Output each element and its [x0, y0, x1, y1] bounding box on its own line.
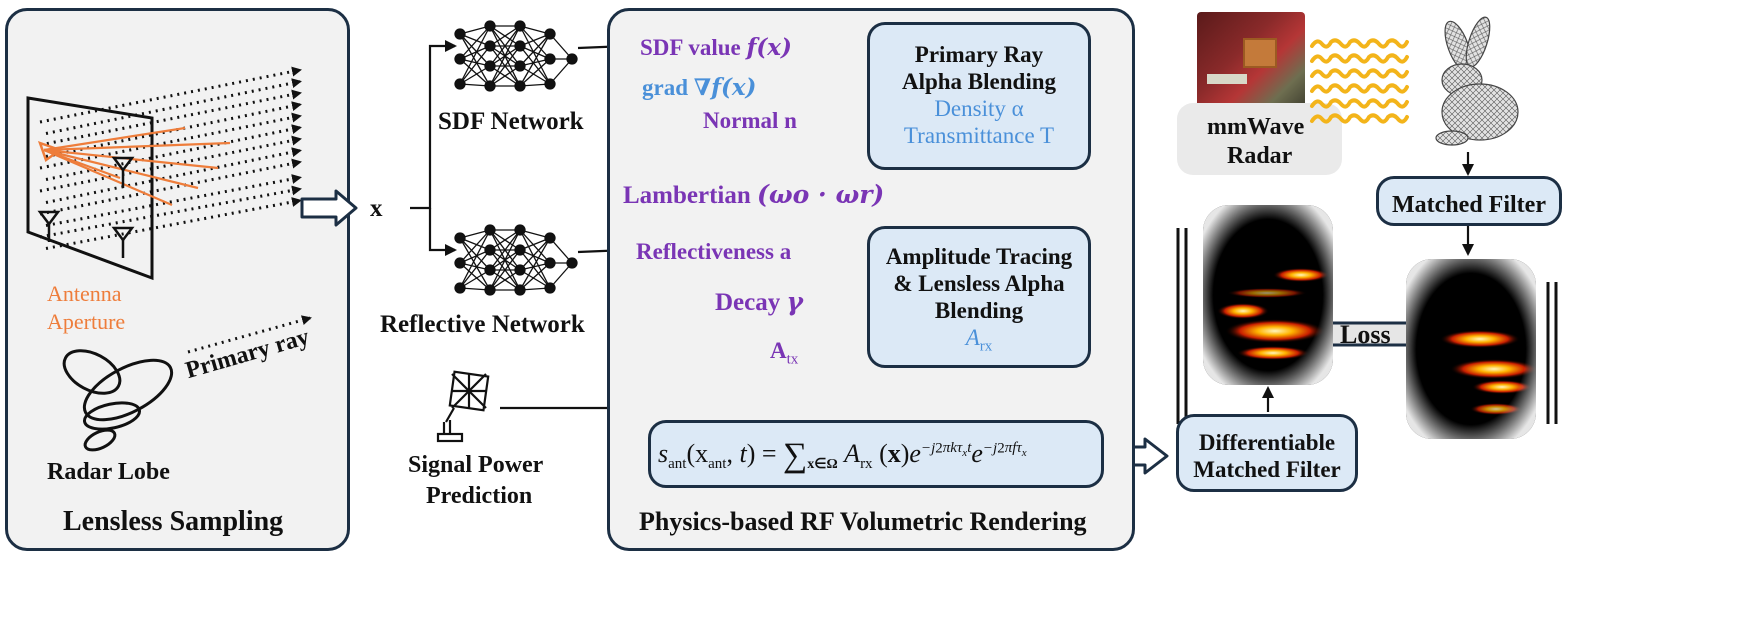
box1-line1: Primary Ray — [914, 42, 1044, 67]
nn-node — [514, 40, 526, 52]
nn-node — [454, 53, 466, 65]
loss-label: Loss — [1340, 320, 1391, 349]
nn-node — [454, 257, 466, 269]
reflective-network-icon — [454, 224, 578, 296]
nn-node — [544, 28, 556, 40]
radar-waves — [1310, 38, 1409, 124]
decay-label: Decay γ — [715, 287, 804, 316]
nn-node — [566, 257, 578, 269]
radar-chip — [1243, 38, 1277, 68]
wave-line — [1310, 53, 1409, 64]
grad-label: grad ∇f(x) — [642, 74, 757, 101]
antenna-icon — [37, 156, 135, 258]
nn-node — [514, 80, 526, 92]
matched-filter-label: Matched Filter — [1392, 192, 1546, 218]
nn-node — [454, 232, 466, 244]
antenna-aperture-plane — [26, 96, 154, 281]
normal-label: Normal n — [703, 108, 797, 133]
antenna-label-line1: Antenna — [47, 281, 122, 306]
amplitude-tracing-box: Amplitude Tracing & Lensless Alpha Blend… — [867, 226, 1091, 368]
nn-node — [514, 284, 526, 296]
wave-line — [1310, 98, 1409, 109]
nn-node — [544, 232, 556, 244]
sdf-network-icon — [454, 20, 578, 92]
dmf-line2: Matched Filter — [1193, 457, 1341, 483]
differentiable-matched-filter-box: Differentiable Matched Filter — [1176, 414, 1358, 492]
heatmap-predicted — [1203, 205, 1333, 385]
nn-node — [514, 224, 526, 236]
hollow-arrow-to-x — [300, 189, 358, 227]
nn-node — [454, 28, 466, 40]
signal-power-line1: Signal Power — [408, 452, 544, 478]
input-x: x — [370, 195, 383, 222]
nn-node — [544, 257, 556, 269]
nn-node — [454, 78, 466, 90]
heatmap-measured — [1406, 259, 1536, 439]
box1-line2: Alpha Blending — [901, 69, 1057, 95]
reflective-network-label: Reflective Network — [380, 311, 585, 338]
sdf-network-label: SDF Network — [438, 108, 584, 135]
nn-node — [454, 282, 466, 294]
radar-label-line1: mmWave — [1207, 114, 1305, 140]
signal-equation: sant(xant, t) = ∑x∈Ω Arx (x)e−j2πkτxte−j… — [658, 437, 1027, 474]
sdf-value-label: SDF value f(x) — [640, 34, 792, 61]
radar-label-bg — [1177, 103, 1342, 175]
nn-node — [514, 20, 526, 32]
rf-rendering-title: Physics-based RF Volumetric Rendering — [639, 507, 1087, 536]
nn-node — [484, 224, 496, 236]
nn-node — [484, 80, 496, 92]
wave-line — [1310, 83, 1409, 94]
dotted-ray — [45, 174, 302, 227]
primary-ray-arrow — [187, 315, 312, 354]
heatmap-predicted-graphic — [1203, 205, 1333, 385]
nn-node — [484, 40, 496, 52]
left-panel-graphics — [26, 66, 312, 452]
nn-node — [484, 244, 496, 256]
wave-line — [1310, 68, 1409, 79]
nn-node — [514, 264, 526, 276]
nn-node — [566, 53, 578, 65]
box2-line2: & Lensless Alpha — [893, 271, 1065, 297]
nn-node — [544, 53, 556, 65]
nn-node — [484, 20, 496, 32]
box2-line4: Arx — [965, 325, 993, 355]
dotted-ray — [45, 147, 302, 204]
box1-line4: Transmittance T — [903, 123, 1055, 149]
radar-connector — [1207, 74, 1247, 84]
a-tx-label: Atx — [770, 338, 799, 368]
antenna-label-line2: Aperture — [47, 309, 126, 334]
lambertian-label: Lambertian (ωo · ωr) — [623, 180, 885, 209]
bunny-mesh-icon — [1435, 16, 1519, 146]
nn-node — [514, 244, 526, 256]
nn-node — [484, 284, 496, 296]
radar-lobe-label: Radar Lobe — [47, 459, 170, 485]
dotted-ray — [45, 197, 302, 250]
nn-node — [484, 60, 496, 72]
heatmap-measured-graphic — [1406, 259, 1536, 439]
radar-label-line2: Radar — [1227, 143, 1293, 169]
radar-lobe-icon — [62, 349, 174, 452]
nn-node — [544, 282, 556, 294]
box1-line3: Density α — [934, 96, 1024, 122]
nn-node — [484, 264, 496, 276]
reflectiveness-label: Reflectiveness a — [636, 239, 792, 264]
nn-node — [514, 60, 526, 72]
signal-power-line2: Prediction — [426, 483, 533, 509]
dotted-ray — [45, 124, 302, 181]
primary-ray-alpha-blending-box: Primary Ray Alpha Blending Density α Tra… — [867, 22, 1091, 170]
dmf-line1: Differentiable — [1198, 430, 1336, 455]
nn-node — [544, 78, 556, 90]
satellite-dish-icon — [436, 370, 490, 443]
radar-board-photo — [1197, 12, 1305, 110]
lensless-sampling-title: Lensless Sampling — [63, 506, 284, 537]
signal-equation-box — [648, 420, 1104, 488]
wave-line — [1310, 38, 1409, 49]
box2-line3: Blending — [934, 298, 1024, 324]
matched-filter-box: Matched Filter — [1376, 176, 1562, 226]
wave-line — [1310, 113, 1409, 124]
box2-line1: Amplitude Tracing — [885, 244, 1073, 269]
dotted-ray — [45, 78, 302, 135]
